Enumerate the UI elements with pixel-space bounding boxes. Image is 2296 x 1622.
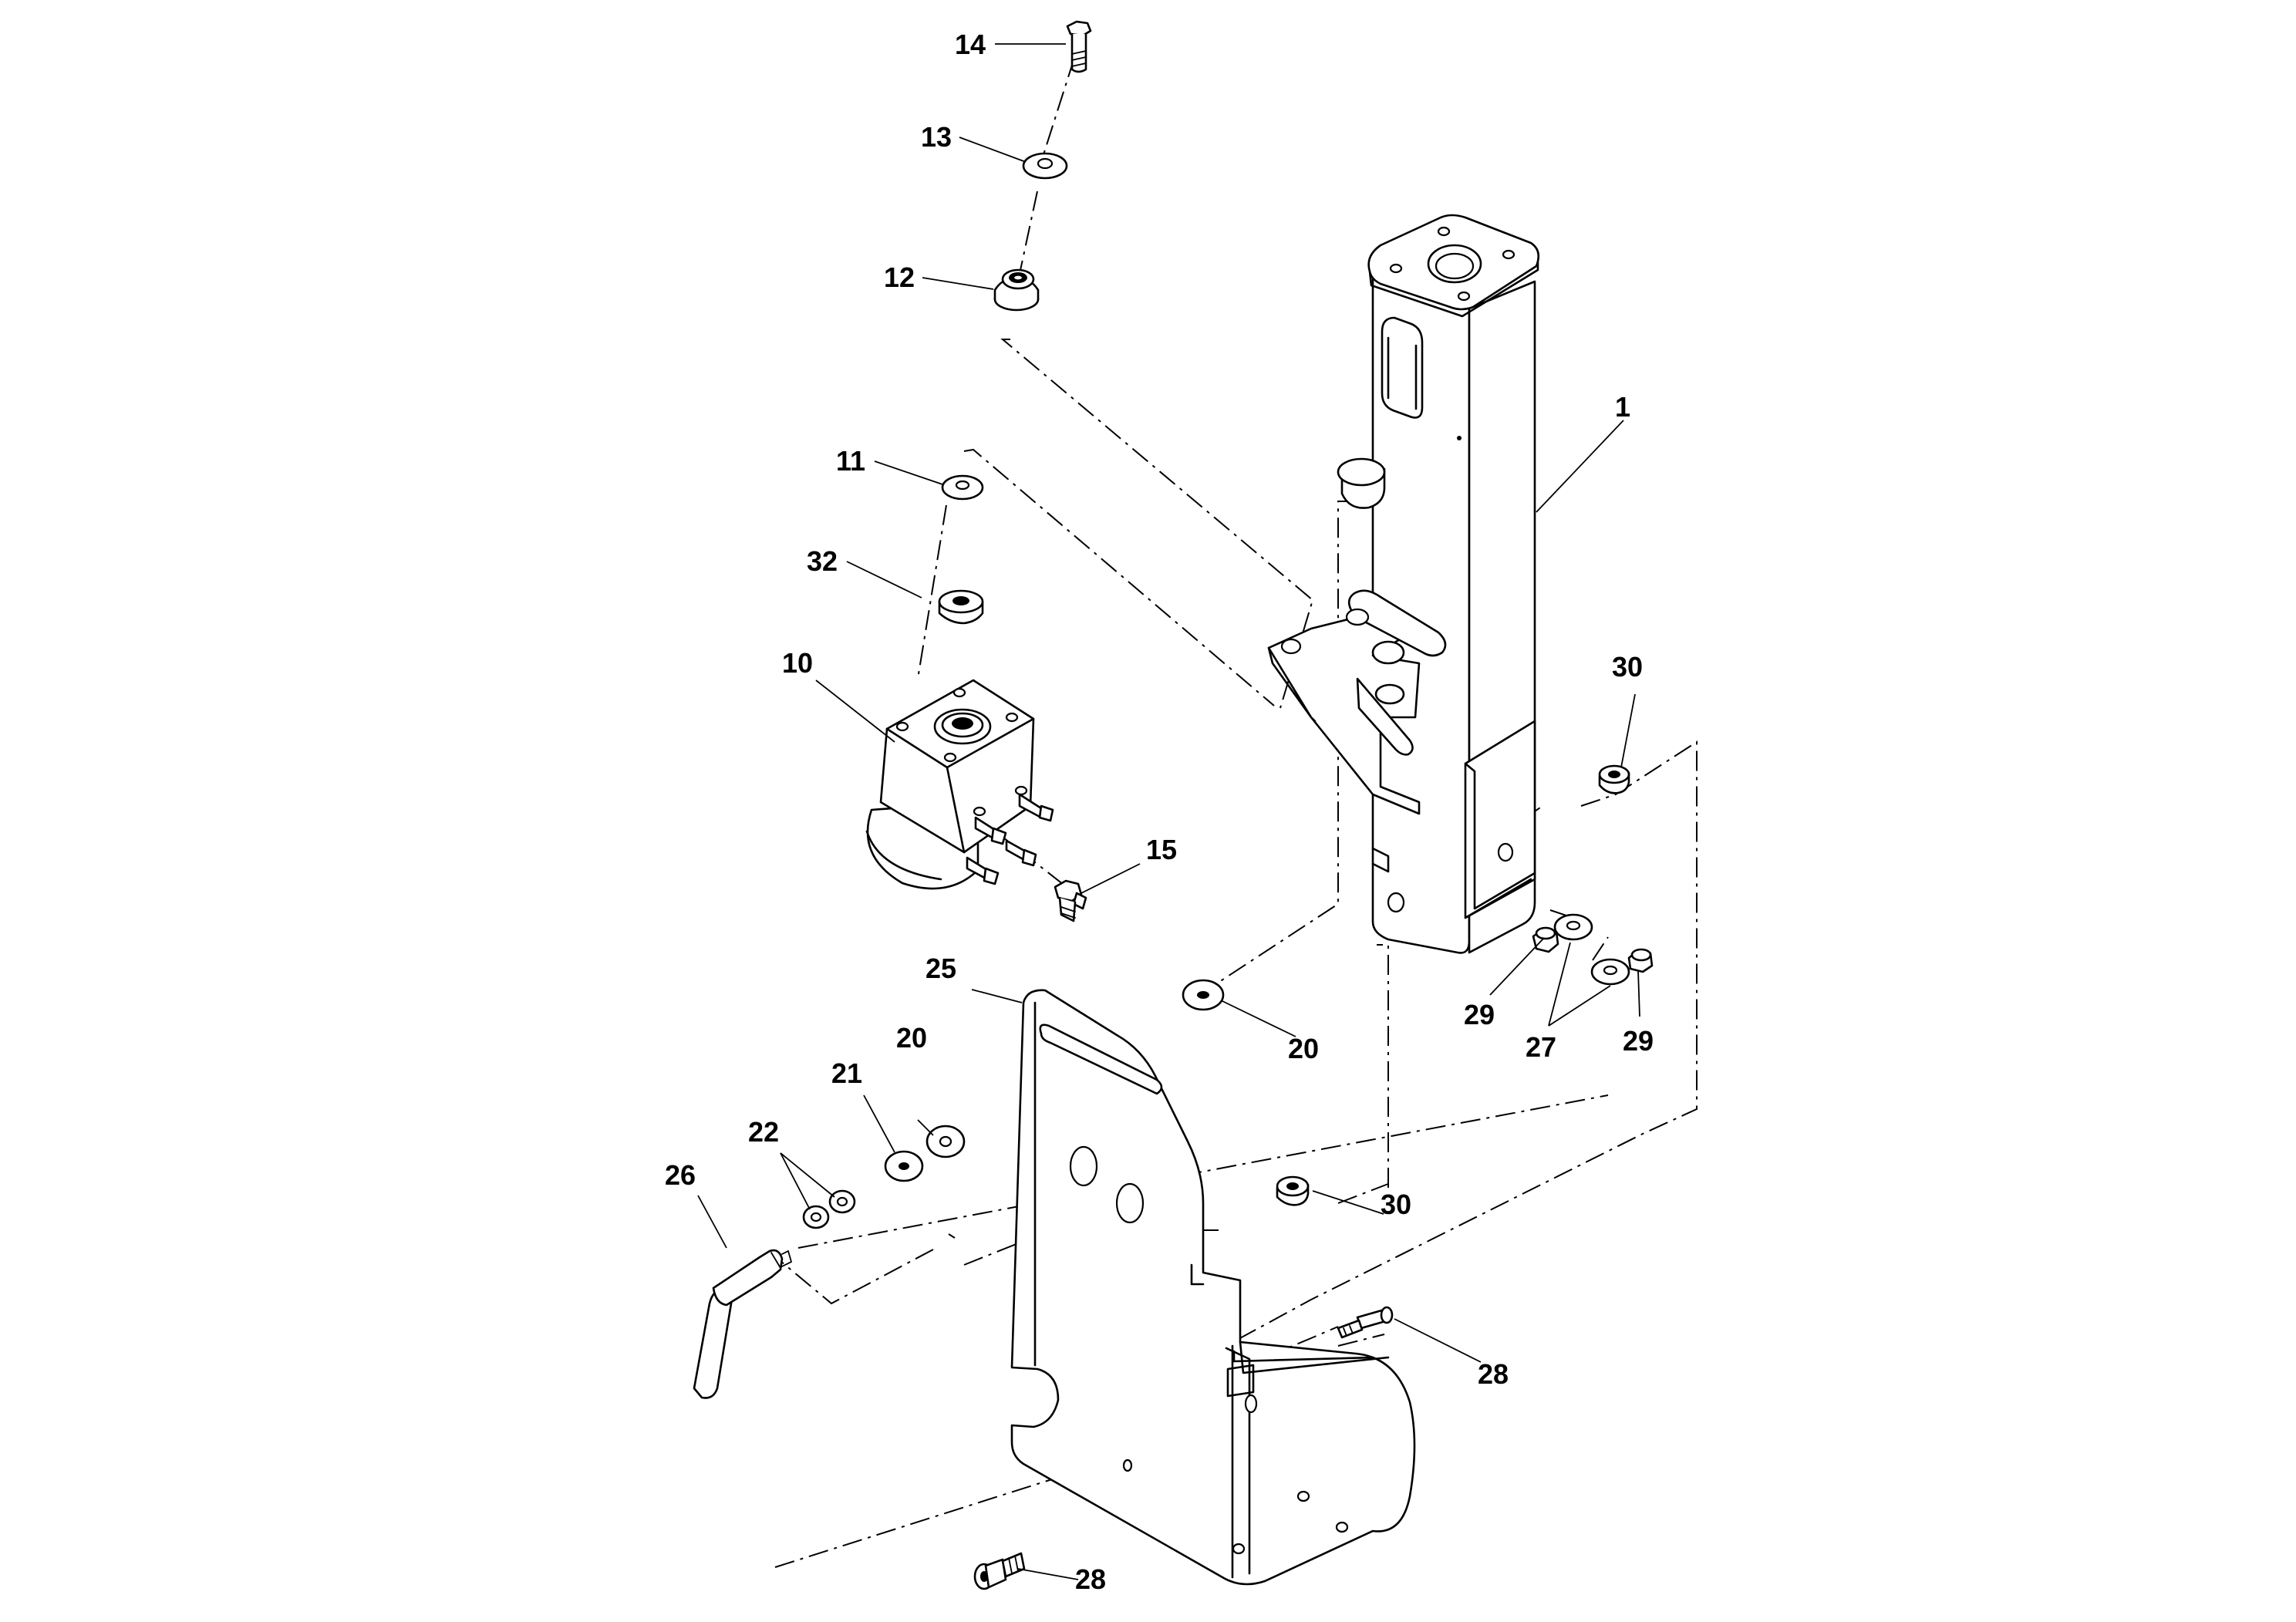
callout-11: 11: [836, 445, 865, 477]
callout-20-left: 20: [896, 1022, 927, 1054]
bushing-part-32: [938, 589, 984, 625]
bushing-part-12: [993, 268, 1040, 312]
washer-part-20-right: [1182, 979, 1225, 1011]
callout-15: 15: [1146, 834, 1177, 865]
washer-part-21: [884, 1150, 924, 1182]
callout-20-right: 20: [1288, 1033, 1319, 1064]
screw-part-28-left: [973, 1552, 1026, 1590]
column-mount-bracket: [1267, 457, 1447, 815]
callout-30-upper: 30: [1612, 651, 1643, 683]
washer-part-22-right: [828, 1189, 856, 1214]
callout-28-right: 28: [1478, 1358, 1509, 1390]
valve-fitting-upper-right: [1018, 793, 1054, 822]
callout-12: 12: [884, 261, 915, 293]
nut-part-29-left: [1532, 926, 1559, 953]
column-part-1: [1367, 214, 1540, 954]
callout-21: 21: [831, 1057, 862, 1089]
leader-lines: [697, 43, 1640, 1580]
washer-part-27-lower: [1590, 958, 1630, 986]
steering-valve-part-10: [865, 679, 1054, 890]
callout-28-left: 28: [1075, 1563, 1106, 1595]
valve-fitting-lower: [966, 856, 1000, 885]
callout-22: 22: [748, 1116, 779, 1148]
spacer-part-30-lower: [1276, 1175, 1310, 1206]
valve-fitting-middle: [974, 816, 1007, 845]
nut-part-29-right: [1627, 948, 1654, 973]
callout-13: 13: [921, 121, 952, 153]
callout-25: 25: [925, 953, 956, 984]
lever-part-26: [693, 1249, 793, 1399]
screw-part-28-right: [1337, 1306, 1394, 1339]
callout-29-left: 29: [1464, 999, 1495, 1030]
bolt-part-14: [1066, 20, 1092, 73]
washer-part-20-left: [925, 1125, 966, 1158]
callout-32: 32: [807, 545, 838, 577]
callout-labels: 14 13 12 11 32 10 1 30 15 25 20 20 21 22…: [665, 29, 1654, 1595]
callout-26: 26: [665, 1159, 696, 1191]
washer-part-13: [1022, 152, 1068, 180]
callout-29-right: 29: [1623, 1025, 1654, 1057]
washer-part-11: [941, 474, 984, 501]
callout-14: 14: [955, 29, 986, 60]
valve-fitting-lower-right: [1005, 839, 1037, 867]
washer-part-22-left: [802, 1205, 830, 1229]
bracket-part-25: [1010, 989, 1416, 1586]
callout-1: 1: [1615, 391, 1630, 423]
callout-27: 27: [1526, 1031, 1556, 1063]
fitting-part-15: [1054, 879, 1087, 922]
callout-30-lower: 30: [1381, 1189, 1411, 1220]
callout-10: 10: [782, 647, 813, 679]
spacer-part-30-upper: [1598, 764, 1630, 794]
washer-part-27-upper: [1553, 913, 1593, 941]
